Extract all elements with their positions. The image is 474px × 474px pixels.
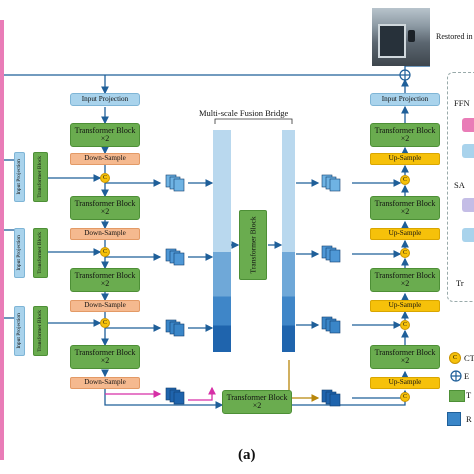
side-transformer-block-3: Transformer Block [33,306,48,356]
encoder-transformer-block-1: Transformer Block ×2 [70,123,140,147]
decoder-up-sample-4: Up-Sample [370,377,440,389]
feature-cube [173,391,185,405]
feature-cube [329,249,341,263]
concat-decoder-1: C [400,175,410,185]
feature-stacks [165,174,341,407]
encoder-down-sample-1: Down-Sample [70,153,140,165]
concat-decoder-3: C [400,320,410,330]
legend-feature-label: R [466,414,472,424]
encoder-down-sample-2: Down-Sample [70,228,140,240]
figure-caption: (a) [238,447,256,463]
encoder-down-sample-4: Down-Sample [70,377,140,389]
side-transformer-block-2: Transformer Block [33,228,48,278]
feature-cube [173,252,185,266]
fusion-bridge-left-column [213,130,231,352]
restored-image-label: Restored in [436,32,473,41]
legend-swatch-pink [462,118,474,132]
bridge-transformer-block: Transformer Block [239,210,267,280]
concat-encoder-2: C [100,247,110,257]
feature-cube [329,393,341,407]
legend-swatch-lavender [462,198,474,212]
legend-swatch-blue [462,144,474,158]
encoder-transformer-block-2: Transformer Block ×2 [70,196,140,220]
feature-cube [173,323,185,337]
decoder-transformer-block-3: Transformer Block ×2 [370,268,440,292]
decoder-transformer-block-1: Transformer Block ×2 [370,123,440,147]
legend-concat-label: CT [464,353,474,363]
legend-transformer-label: T [466,390,472,400]
concat-decoder-4: C [400,392,410,402]
encoder-transformer-block-3: Transformer Block ×2 [70,268,140,292]
legend-panel [447,72,474,302]
concat-encoder-3: C [100,318,110,328]
bottleneck-transformer-block: Transformer Block ×2 [222,390,292,414]
side-transformer-block-1: Transformer Block [33,152,48,202]
legend-concat-icon: C [449,352,461,364]
restored-image [372,8,430,66]
fusion-bridge-title: Multi-scale Fusion Bridge [199,108,289,118]
legend-add-label: E [464,371,470,381]
decoder-up-sample-1: Up-Sample [370,153,440,165]
concat-decoder-2: C [400,248,410,258]
input-projection-encoder: Input Projection [70,93,140,106]
feature-cube [329,178,341,192]
encoder-transformer-block-4: Transformer Block ×2 [70,345,140,369]
feature-cube [329,320,341,334]
side-input-projection-1: Input Projection [14,152,25,202]
side-input-projection-2: Input Projection [14,228,25,278]
fusion-bridge-right-column [282,130,295,352]
decoder-transformer-block-4: Transformer Block ×2 [370,345,440,369]
decoder-transformer-block-2: Transformer Block ×2 [370,196,440,220]
side-input-projection-3: Input Projection [14,306,25,356]
encoder-down-sample-3: Down-Sample [70,300,140,312]
legend-feature-icon [447,412,461,426]
legend-transformer-swatch [449,390,465,402]
decoder-up-sample-2: Up-Sample [370,228,440,240]
decoder-up-sample-3: Up-Sample [370,300,440,312]
left-input-bar [0,20,4,460]
legend-ffn-label: FFN [454,98,470,108]
input-projection-decoder: Input Projection [370,93,440,106]
legend-swatch-lightblue [462,228,474,242]
feature-cube [173,178,185,192]
concat-encoder-1: C [100,173,110,183]
legend-tr-label: Tr [456,278,464,288]
legend-sa-label: SA [454,180,465,190]
